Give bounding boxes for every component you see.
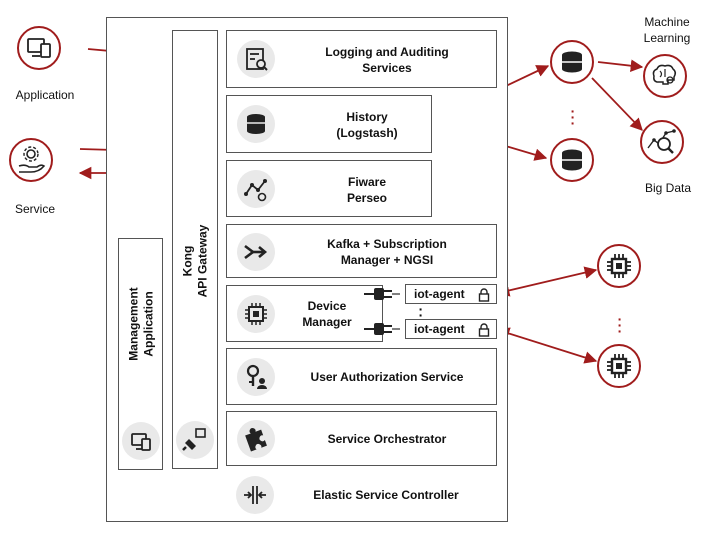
plug-icon: [360, 286, 400, 307]
device-node-bottom[interactable]: [597, 344, 641, 388]
history-module[interactable]: History(Logstash): [226, 95, 432, 153]
iot-agent-bottom[interactable]: iot-agent: [405, 319, 497, 339]
application-node[interactable]: [17, 26, 61, 70]
database-ellipsis: ···: [570, 103, 576, 131]
database-icon: [562, 51, 582, 73]
database-node-top[interactable]: [550, 40, 594, 84]
device-ellipsis: ···: [617, 311, 623, 339]
application-label: Application: [15, 88, 75, 102]
compress-icon: [236, 476, 274, 514]
history-label: History(Logstash): [336, 110, 398, 140]
devices-icon: [122, 422, 160, 460]
machine-learning-node[interactable]: [643, 54, 687, 98]
lock-icon: [478, 288, 490, 302]
arrow-agent-device-top: [496, 266, 598, 297]
big-data-node[interactable]: [640, 120, 684, 164]
service-label: Service: [14, 202, 55, 216]
plug-icon: [360, 321, 400, 342]
plug-icon: [176, 421, 214, 459]
big-data-label: Big Data: [644, 181, 692, 195]
database-icon: [237, 105, 275, 143]
user-authorization-label: User Authorization Service: [310, 370, 464, 384]
arrow-db-to-bigdata: [591, 77, 643, 131]
devices-icon: [27, 38, 51, 58]
device-node-top[interactable]: [597, 244, 641, 288]
database-icon: [562, 149, 582, 171]
lock-icon: [478, 323, 490, 337]
brain-icon: [652, 64, 677, 85]
user-authorization-module[interactable]: User Authorization Service: [226, 348, 497, 405]
service-node[interactable]: [9, 138, 53, 182]
chip-icon: [607, 254, 631, 278]
chart-magnifier-icon: [647, 129, 676, 154]
log-search-icon: [237, 40, 275, 78]
database-node-bottom[interactable]: [550, 138, 594, 182]
gear-hand-icon: [18, 146, 46, 173]
chip-icon: [607, 354, 631, 378]
merge-arrows-icon: [237, 233, 275, 271]
service-orchestrator-module[interactable]: Service Orchestrator: [226, 411, 497, 466]
iot-agent-top[interactable]: iot-agent: [405, 284, 497, 304]
arrow-db-to-ml: [597, 59, 644, 72]
chip-icon: [237, 295, 275, 333]
puzzle-icon: [237, 420, 275, 458]
network-gears-icon: [237, 170, 275, 208]
key-user-icon: [237, 358, 275, 396]
arrow-agent-device-bottom: [496, 327, 598, 364]
elastic-service-controller-label: Elastic Service Controller: [313, 488, 459, 502]
service-orchestrator-label: Service Orchestrator: [327, 432, 447, 446]
